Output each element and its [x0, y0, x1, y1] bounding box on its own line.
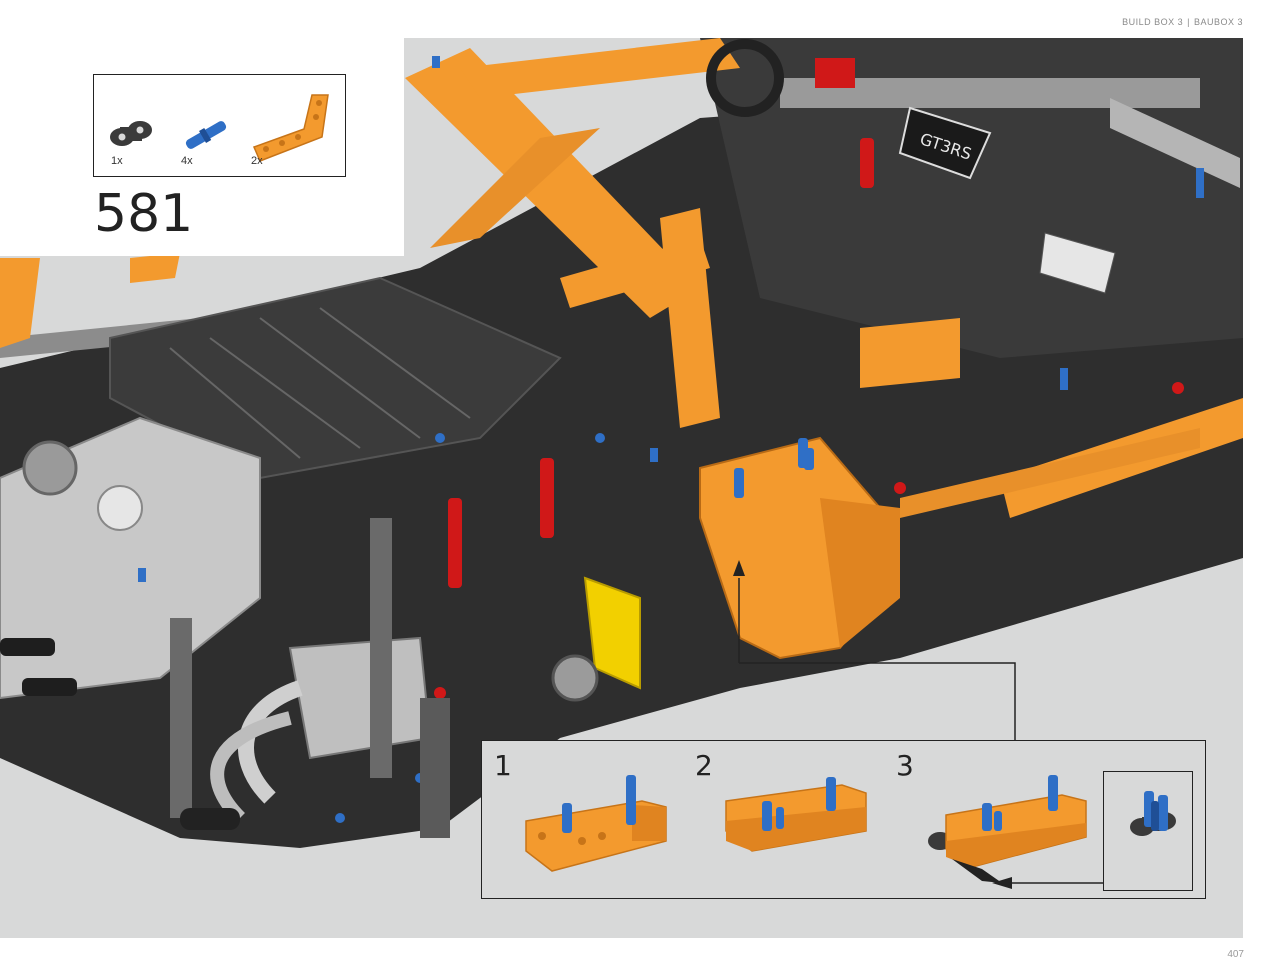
part-qty-black-connector: 1x — [111, 155, 123, 167]
substep-2-label: 2 — [695, 749, 713, 782]
page-header: BUILD BOX 3|BAUBOX 3 — [1122, 17, 1243, 27]
page-number: 407 — [1227, 949, 1244, 960]
substep-1-label: 1 — [494, 749, 512, 782]
substep-drawing — [525, 775, 1176, 889]
header-separator: | — [1187, 17, 1190, 27]
parts-drawing — [110, 94, 329, 162]
model-drawing: GT3RS — [0, 38, 1243, 848]
detail-connector-assembly — [1130, 791, 1176, 836]
substep-2-assembly — [725, 777, 867, 852]
substep-1-assembly — [525, 775, 667, 872]
blue-pin-icon — [185, 121, 227, 149]
box-de-label: BAUBOX 3 — [1193, 17, 1243, 27]
black-connector-icon — [110, 121, 152, 146]
orange-l-beam-icon — [252, 94, 329, 162]
part-qty-orange-l-beam: 2x — [251, 155, 263, 167]
step-number: 581 — [94, 184, 194, 244]
substep-3-assembly — [928, 775, 1087, 883]
box-en-label: BUILD BOX 3 — [1122, 17, 1184, 27]
parts-list-box: 1x 4x 2x — [93, 74, 346, 177]
part-qty-blue-pin: 4x — [181, 155, 193, 167]
substep-box: 1 2 3 — [481, 740, 1206, 899]
model-illustration: GT3RS — [0, 38, 1243, 938]
detail-box — [1103, 771, 1193, 891]
substep-3-label: 3 — [896, 749, 914, 782]
